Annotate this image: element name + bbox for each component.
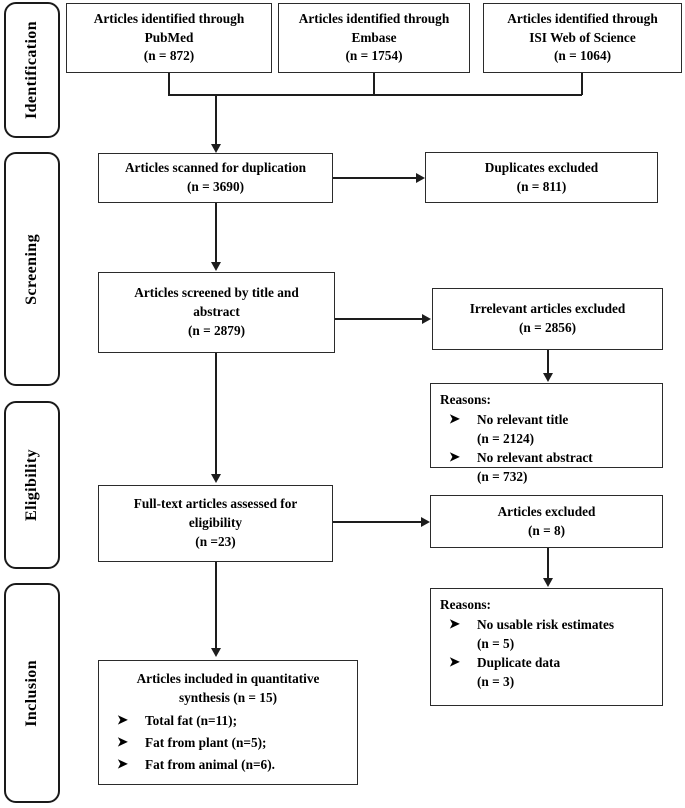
arrow-fulltext-to-included <box>210 648 221 657</box>
screened-line1: Articles screened by title and <box>134 285 299 301</box>
arrow-bullet-icon: ➤ <box>449 615 460 631</box>
source-pubmed-line2: PubMed <box>144 29 194 45</box>
connector-fulltext-to-excluded <box>333 521 421 523</box>
connector-duplication-to-duplicates <box>333 177 416 179</box>
stage-identification: Identification <box>4 2 60 138</box>
eligibility-reasons-list: ➤ No usable risk estimates (n = 5) ➤ Dup… <box>431 616 662 692</box>
articles-excluded-count: (n = 8) <box>527 522 566 538</box>
articles-excluded-line1: Articles excluded <box>497 503 596 519</box>
eligibility-reason-2-text: Duplicate data <box>477 654 561 670</box>
screened-line2: abstract <box>193 304 240 320</box>
eligibility-reasons-header: Reasons: <box>440 597 491 612</box>
screened-count: (n = 2879) <box>187 322 246 338</box>
connector-duplication-to-screened <box>215 203 217 263</box>
screening-reason-1-text: No relevant title <box>477 411 569 427</box>
arrow-bullet-icon: ➤ <box>117 755 128 771</box>
connector-fulltext-to-included <box>215 562 217 649</box>
included-line2: synthesis (n = 15) <box>178 689 278 705</box>
list-item: ➤ No relevant title (n = 2124) <box>431 411 662 449</box>
list-item: ➤ Total fat (n=11); <box>99 712 357 731</box>
duplicates-excluded-line1: Duplicates excluded <box>484 159 599 175</box>
fulltext-count: (n =23) <box>195 533 236 549</box>
irrelevant-excluded-count: (n = 2856) <box>518 320 577 335</box>
arrow-bullet-icon: ➤ <box>449 448 460 464</box>
stage-identification-label: Identification <box>23 20 40 120</box>
source-box-isi-web-of-science: Articles identified through ISI Web of S… <box>483 3 682 73</box>
list-item: ➤ No usable risk estimates (n = 5) <box>431 616 662 654</box>
source-isi-line2: ISI Web of Science <box>529 29 636 45</box>
connector-isi-stub <box>581 73 583 95</box>
stage-inclusion-label: Inclusion <box>23 659 40 727</box>
source-isi-line1: Articles identified through <box>507 10 658 26</box>
screening-reason-1-count: (n = 2124) <box>477 430 535 446</box>
box-irrelevant-articles-excluded: Irrelevant articles excluded (n = 2856) <box>432 288 663 350</box>
list-item: ➤ Fat from animal (n=6). <box>99 756 357 775</box>
irrelevant-excluded-line1: Irrelevant articles excluded <box>469 301 626 317</box>
source-isi-count: (n = 1064) <box>553 48 612 64</box>
included-line1: Articles included in quantitative <box>136 671 320 686</box>
included-item-1-text: Total fat (n=11); <box>145 712 238 728</box>
duplicates-excluded-count: (n = 811) <box>516 178 567 194</box>
connector-pubmed-stub <box>168 73 170 95</box>
connector-excluded-to-reasons <box>547 548 549 580</box>
fulltext-line2: eligibility <box>188 515 243 531</box>
included-item-2-text: Fat from plant (n=5); <box>145 734 267 750</box>
arrow-screened-to-fulltext <box>210 474 221 483</box>
source-pubmed-count: (n = 872) <box>143 48 195 64</box>
list-item: ➤ No relevant abstract (n = 732) <box>431 449 662 487</box>
source-embase-line2: Embase <box>351 29 397 45</box>
included-item-3-text: Fat from animal (n=6). <box>145 756 275 772</box>
arrow-duplication-to-screened <box>210 262 221 271</box>
source-box-embase: Articles identified through Embase (n = … <box>278 3 470 73</box>
duplication-count: (n = 3690) <box>186 179 245 194</box>
arrow-fulltext-to-excluded <box>421 516 430 527</box>
box-fulltext-assessed: Full-text articles assessed for eligibil… <box>98 485 333 562</box>
duplication-line1: Articles scanned for duplication <box>124 160 307 176</box>
arrow-bullet-icon: ➤ <box>117 733 128 749</box>
arrow-duplication-to-duplicates <box>416 172 425 183</box>
connector-merge-bar <box>168 94 582 96</box>
box-screening-reasons: Reasons: ➤ No relevant title (n = 2124) … <box>430 383 663 484</box>
screening-reasons-header: Reasons: <box>440 392 491 407</box>
arrow-merge-to-duplication <box>210 144 221 153</box>
stage-eligibility-label: Eligibility <box>23 449 40 521</box>
box-eligibility-reasons: Reasons: ➤ No usable risk estimates (n =… <box>430 588 663 706</box>
screening-reason-2-count: (n = 732) <box>477 468 528 484</box>
stage-inclusion: Inclusion <box>4 583 60 803</box>
box-articles-included: Articles included in quantitative synthe… <box>98 660 358 785</box>
screening-reason-2-text: No relevant abstract <box>477 449 593 465</box>
box-duplicates-excluded: Duplicates excluded (n = 811) <box>425 152 658 203</box>
connector-irrelevant-to-reasons <box>547 350 549 375</box>
connector-embase-stub <box>373 73 375 95</box>
source-embase-count: (n = 1754) <box>345 48 403 64</box>
eligibility-reason-2-count: (n = 3) <box>477 673 515 689</box>
eligibility-reason-1-text: No usable risk estimates <box>477 616 615 632</box>
box-articles-screened: Articles screened by title and abstract … <box>98 272 335 353</box>
arrow-excluded-to-reasons <box>542 578 553 587</box>
arrow-bullet-icon: ➤ <box>449 653 460 669</box>
connector-screened-to-fulltext <box>215 353 217 475</box>
source-pubmed-line1: Articles identified through <box>93 10 245 26</box>
box-articles-excluded: Articles excluded (n = 8) <box>430 495 663 548</box>
connector-screened-to-irrelevant <box>335 318 423 320</box>
list-item: ➤ Fat from plant (n=5); <box>99 734 357 753</box>
fulltext-line1: Full-text articles assessed for <box>133 496 298 512</box>
box-articles-scanned-for-duplication: Articles scanned for duplication (n = 36… <box>98 153 333 203</box>
list-item: ➤ Duplicate data (n = 3) <box>431 654 662 692</box>
arrow-bullet-icon: ➤ <box>449 410 460 426</box>
stage-screening: Screening <box>4 152 60 386</box>
arrow-screened-to-irrelevant <box>422 313 431 324</box>
screening-reasons-list: ➤ No relevant title (n = 2124) ➤ No rele… <box>431 411 662 487</box>
stage-eligibility: Eligibility <box>4 401 60 569</box>
arrow-irrelevant-to-reasons <box>542 373 553 382</box>
source-box-pubmed: Articles identified through PubMed (n = … <box>66 3 272 73</box>
connector-merge-to-duplication <box>215 94 217 146</box>
source-embase-line1: Articles identified through <box>298 10 450 26</box>
arrow-bullet-icon: ➤ <box>117 711 128 727</box>
stage-screening-label: Screening <box>23 233 40 305</box>
eligibility-reason-1-count: (n = 5) <box>477 635 515 651</box>
included-list: ➤ Total fat (n=11); ➤ Fat from plant (n=… <box>99 712 357 778</box>
